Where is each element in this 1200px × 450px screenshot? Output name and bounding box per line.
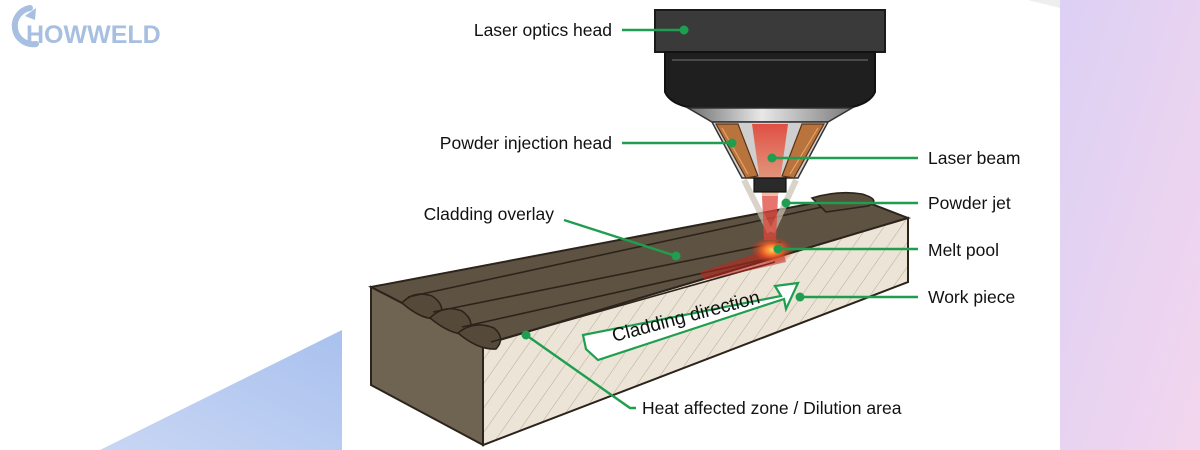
logo-text: HOWWELD (26, 21, 161, 49)
laser-beam-label: Laser beam (928, 148, 1020, 168)
powder-injection-head-label: Powder injection head (440, 133, 612, 153)
cladding-overlay-label: Cladding overlay (424, 204, 555, 224)
laser-optics-head-label: Laser optics head (474, 20, 612, 40)
heat-affected-zone-label: Heat affected zone / Dilution area (642, 398, 902, 418)
powder-jet-label: Powder jet (928, 193, 1011, 213)
howweld-logo: HOWWELD (11, 5, 161, 49)
melt-pool-label: Melt pool (928, 240, 999, 260)
work-piece-label: Work piece (928, 287, 1015, 307)
background-decoration (100, 0, 1200, 450)
leader-lines (521, 25, 918, 410)
labels: Laser optics head Powder injection head … (424, 20, 1021, 418)
